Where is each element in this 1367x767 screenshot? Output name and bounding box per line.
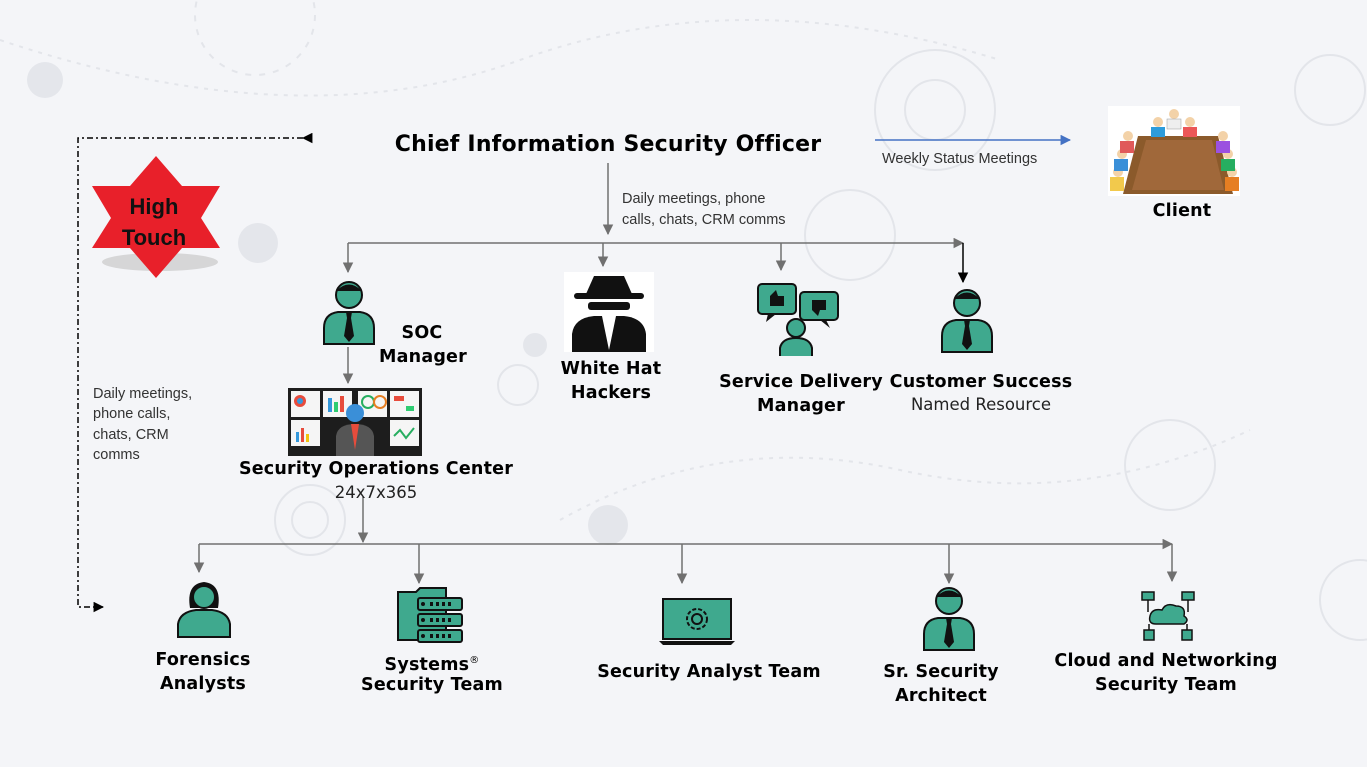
left-comms-note-line1: Daily meetings,: [93, 386, 193, 402]
service-delivery-line2: Manager: [757, 396, 845, 416]
left-comms-note-line2: phone calls,: [93, 406, 171, 422]
service-delivery-figure: [756, 282, 840, 358]
systems-line2: Security Team: [361, 675, 503, 695]
client-label: Client: [1152, 201, 1212, 221]
architect-line1: Sr. Security: [883, 662, 999, 682]
star-badge-icon: [92, 156, 220, 278]
analyst-line1: Security Analyst Team: [597, 662, 821, 682]
soc-line1: Security Operations Center: [238, 459, 514, 479]
systems-label: Systems: [384, 654, 470, 675]
forensics-figure: [176, 580, 232, 638]
cloud-network-icon: [1141, 591, 1195, 641]
monitor-wall-icon: [291, 391, 419, 456]
high-touch-dashed-line: [77, 132, 313, 613]
service-delivery-line1: Service Delivery: [719, 372, 883, 392]
customer-success-figure: [940, 286, 994, 354]
person-icon: [323, 281, 375, 345]
registered-mark: ®: [469, 655, 480, 666]
soc-manager-line2: Manager: [379, 347, 467, 367]
white-hat-line2: Hackers: [570, 383, 652, 403]
person-icon: [941, 289, 993, 353]
cloud-line1: Cloud and Networking: [1054, 651, 1278, 671]
ciso-comms-note-line2: calls, chats, CRM comms: [622, 212, 786, 228]
person-icon: [923, 587, 975, 651]
left-comms-note-line4: comms: [93, 447, 140, 463]
customer-success-line2: Named Resource: [910, 395, 1052, 414]
architect-figure: [922, 584, 976, 652]
feedback-person-icon: [757, 283, 839, 356]
systems-figure: [396, 586, 464, 646]
forensics-line2: Analysts: [159, 674, 246, 694]
client-meeting-image: [1108, 106, 1240, 196]
badge-line2: Touch: [121, 225, 187, 250]
server-icon: [397, 587, 463, 643]
white-hat-line1: White Hat: [560, 359, 662, 379]
weekly-status-note: Weekly Status Meetings: [882, 151, 1038, 167]
white-hat-figure: [564, 272, 654, 352]
systems-line1: Systems®: [360, 649, 504, 677]
ciso-title: Chief Information Security Officer: [394, 132, 822, 157]
hacker-icon: [572, 276, 646, 352]
left-comms-note-line3: chats, CRM: [93, 427, 169, 443]
cloud-line2: Security Team: [1095, 675, 1237, 695]
soc-line2: 24x7x365: [334, 483, 418, 502]
forensics-line1: Forensics: [155, 650, 251, 670]
soc-monitor-wall: [288, 388, 422, 456]
ciso-comms-note-line1: Daily meetings, phone: [622, 191, 766, 207]
laptop-gear-icon: [659, 598, 735, 645]
soc-manager-line1: SOC: [401, 323, 443, 343]
customer-success-line1: Customer Success: [889, 372, 1073, 392]
badge-line1: High: [129, 194, 179, 219]
female-person-icon: [177, 582, 231, 638]
cloud-figure: [1140, 590, 1196, 642]
architect-line2: Architect: [895, 686, 987, 706]
high-touch-badge: High Touch: [55, 150, 235, 285]
meeting-table-icon: [1110, 109, 1239, 194]
soc-manager-figure: [322, 278, 376, 346]
analyst-figure: [657, 597, 737, 647]
